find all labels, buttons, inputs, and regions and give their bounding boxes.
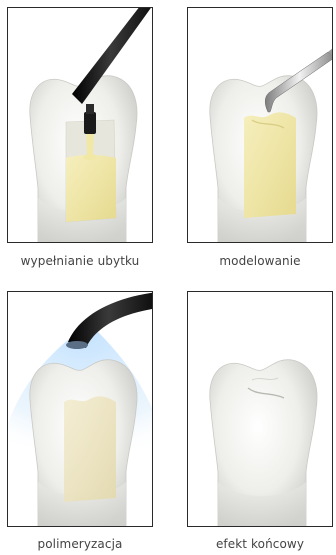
- curing-light-tip: [66, 341, 88, 349]
- caption-final-result: efekt końcowy: [187, 537, 333, 551]
- tooth-polymerization-illustration: [8, 292, 153, 527]
- modelled-filling: [244, 112, 296, 218]
- caption-polymerization: polimeryzacja: [7, 537, 153, 551]
- caption-filling: wypełnianie ubytku: [7, 254, 153, 268]
- composite-filling: [66, 155, 116, 222]
- step-panel-modelling: [187, 7, 333, 243]
- tooth-modelling-illustration: [188, 8, 333, 243]
- tooth-final-illustration: [188, 292, 333, 527]
- curing-filling: [64, 396, 116, 502]
- step-panel-filling: [7, 7, 153, 243]
- caption-modelling: modelowanie: [187, 254, 333, 268]
- applicator-tip: [84, 112, 96, 134]
- tooth-filling-illustration: [8, 8, 153, 243]
- curing-light-instrument: [68, 292, 153, 348]
- step-panel-final-result: [187, 291, 333, 527]
- step-panel-polymerization: [7, 291, 153, 527]
